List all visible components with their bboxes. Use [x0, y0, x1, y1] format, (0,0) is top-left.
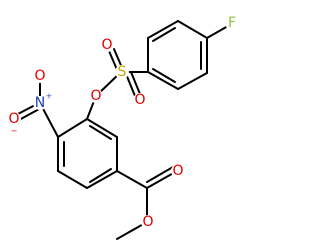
atom-symbol: O: [142, 214, 153, 230]
oxygen-atom: O: [171, 163, 185, 179]
atom-symbol: O: [134, 92, 145, 108]
bond: [146, 166, 174, 183]
atom-symbol: O: [101, 37, 112, 53]
oxygen-atom: O: [133, 92, 147, 108]
charge-symbol: −: [11, 127, 18, 136]
bond: [18, 107, 42, 121]
oxygen-atom: O: [100, 37, 114, 53]
atom-labels: F S O O O N + O O −: [7, 15, 239, 230]
fluorine-atom: F: [225, 15, 239, 31]
bond: [152, 68, 176, 83]
nitrogen-atom: N +: [33, 92, 53, 111]
bond: [177, 20, 208, 39]
bonds: [15, 20, 229, 240]
oxygen-atom: O: [89, 88, 103, 104]
bond: [177, 72, 208, 90]
atom-symbol: O: [34, 68, 45, 84]
bond: [206, 25, 229, 39]
atom-symbol: N: [35, 95, 45, 111]
atom-symbol: O: [90, 88, 101, 104]
bond: [86, 118, 118, 138]
bond: [147, 71, 179, 90]
atom-symbol: O: [172, 163, 183, 179]
bond: [57, 118, 88, 138]
bond: [116, 170, 148, 189]
bond: [125, 73, 136, 97]
bond: [89, 168, 112, 183]
atom-symbol: F: [228, 15, 236, 31]
bond: [147, 20, 179, 39]
bond: [86, 170, 118, 189]
oxygen-atom: O: [141, 214, 155, 230]
charge-symbol: +: [46, 92, 53, 101]
molecule-structure: F S O O O N + O O −: [7, 15, 239, 240]
bond: [130, 71, 141, 95]
atom-symbol: O: [8, 111, 19, 127]
sulfur-atom: S: [115, 64, 129, 80]
bond: [89, 125, 112, 140]
atom-symbol: S: [118, 64, 127, 80]
bond: [152, 27, 176, 42]
oxygen-atom: O: [33, 68, 47, 84]
oxygen-atom: O −: [7, 111, 21, 136]
bond: [57, 170, 88, 189]
